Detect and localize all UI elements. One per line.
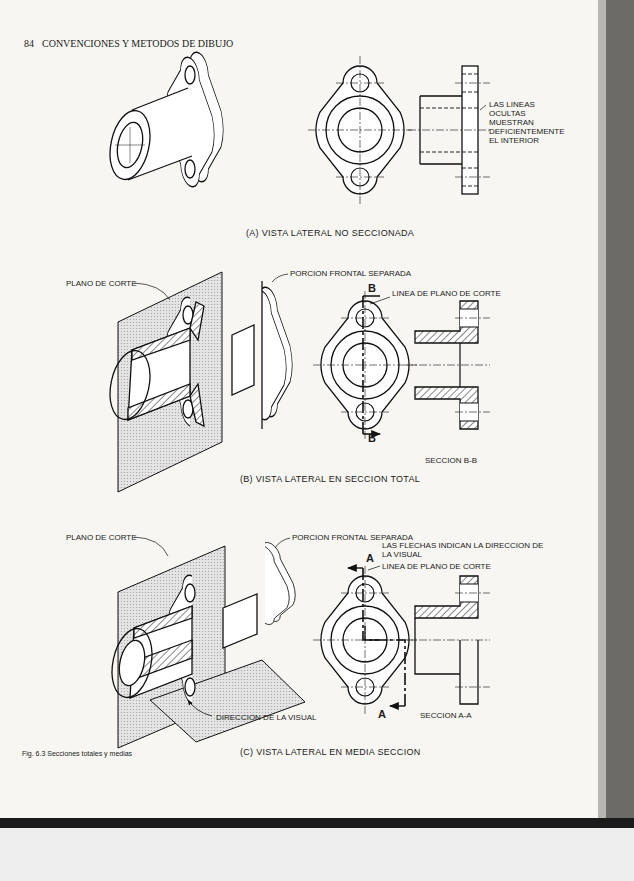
- cutting-plane: [118, 272, 222, 492]
- part-label: PORCION FRONTAL SEPARADA: [290, 269, 411, 278]
- front-view-c: [313, 566, 417, 714]
- cutting-plane-line-c: [348, 568, 405, 706]
- callout-note: LAS LINEAS OCULTAS MUESTRAN DEFICIENTEME…: [489, 100, 569, 145]
- leader-line: [480, 105, 486, 110]
- section-letter: B: [368, 432, 376, 444]
- page-number: 84: [24, 38, 34, 49]
- scan-margin: [0, 828, 634, 881]
- section-letter: B: [368, 282, 376, 294]
- figure-caption: Fig. 6.3 Secciones totales y medias: [22, 750, 132, 758]
- page: [0, 0, 604, 818]
- part-label: PLANO DE CORTE: [66, 279, 137, 288]
- part-label: PLANO DE CORTE: [66, 533, 137, 542]
- view-direction-arrow: [188, 700, 212, 716]
- section-letter: A: [378, 708, 386, 720]
- gutter: [604, 0, 634, 818]
- view-title: (C) VISTA LATERAL EN MEDIA SECCION: [240, 747, 421, 757]
- section-title: SECCION B-B: [425, 456, 477, 465]
- part-label: DIRECCION DE LA VISUAL: [216, 713, 316, 722]
- side-view-a: [408, 66, 492, 194]
- pictorial-c-front: [223, 530, 295, 648]
- section-letter: A: [366, 552, 374, 564]
- pictorial-c-rear: [106, 563, 216, 717]
- pictorial-b-front: [232, 275, 292, 432]
- front-view-b: [313, 291, 417, 439]
- section-view-c: [405, 576, 490, 704]
- callout-note: LAS FLECHAS INDICAN LA DIRECCION DE LA V…: [382, 541, 552, 559]
- front-view-a: [308, 56, 412, 204]
- part-label: PORCION FRONTAL SEPARADA: [292, 533, 413, 542]
- section-view-b: [405, 301, 490, 429]
- section-title: SECCION A-A: [420, 711, 472, 720]
- pictorial-a: [104, 40, 223, 199]
- bottom-band: [0, 818, 634, 828]
- center-mark: [365, 626, 379, 640]
- part-label: LINEA DE PLANO DE CORTE: [392, 289, 501, 298]
- running-head: CONVENCIONES Y METODOS DE DIBUJO: [42, 38, 233, 49]
- gutter-shade: [598, 0, 606, 818]
- view-title: (B) VISTA LATERAL EN SECCION TOTAL: [240, 474, 420, 484]
- view-title: (A) VISTA LATERAL NO SECCIONADA: [246, 228, 414, 238]
- pictorial-b-rear: [104, 285, 214, 439]
- leader-lines-b: [134, 274, 390, 304]
- cutting-plane-line-b: [363, 296, 380, 434]
- part-label: LINEA DE PLANO DE CORTE: [382, 562, 491, 571]
